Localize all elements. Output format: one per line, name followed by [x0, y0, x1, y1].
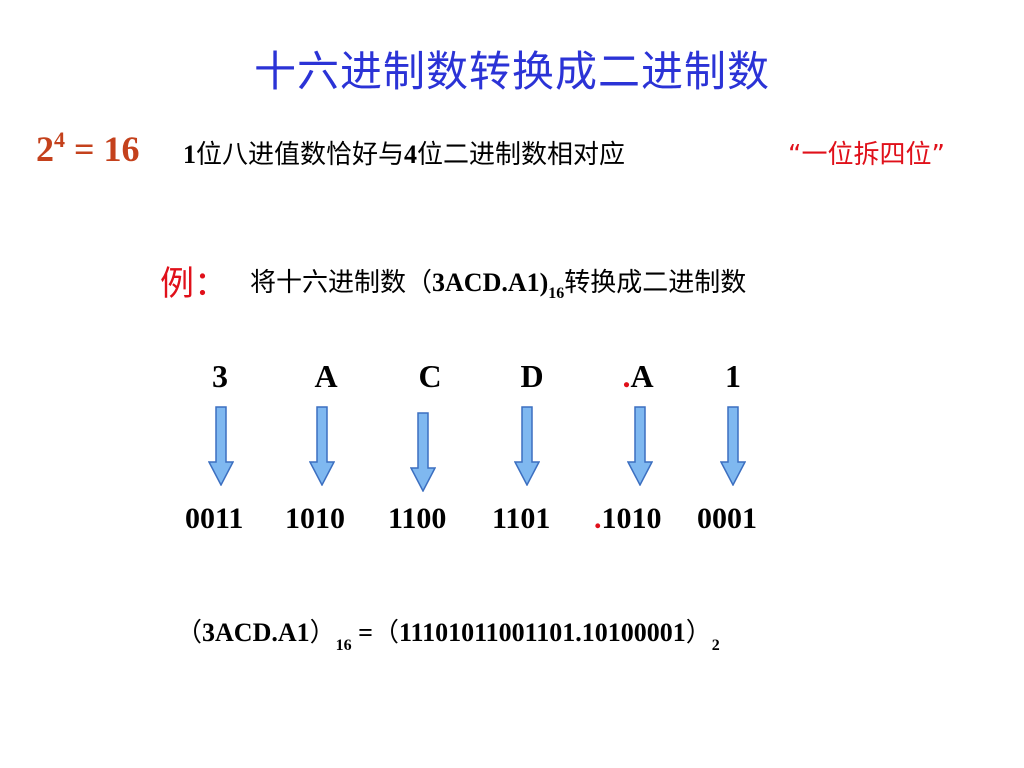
result-paren: ） [309, 618, 336, 648]
binary-group-value: 1010 [601, 502, 662, 535]
result-equals: = [351, 618, 373, 647]
formula-base: 2 [36, 129, 54, 169]
result-paren: （ [176, 618, 203, 648]
power-formula: 24 = 16 [36, 128, 140, 170]
result-hex-base: 16 [335, 637, 352, 654]
down-arrow-icon [720, 406, 746, 486]
binary-group: 1100 [388, 502, 447, 535]
hex-digit-value: 3 [212, 358, 228, 394]
hex-digit-value: C [418, 358, 442, 394]
binary-group: 1101 [492, 502, 551, 535]
binary-group: 0011 [185, 502, 244, 535]
formula-rest: = 16 [65, 129, 140, 169]
result-paren: ） [685, 618, 712, 648]
slogan: “一位拆四位” [788, 140, 945, 170]
result-binary-base: 2 [711, 637, 720, 654]
down-arrow-icon [514, 406, 540, 486]
example-suffix: 转换成二进制数 [564, 268, 747, 298]
result-hex: 3ACD.A1 [202, 618, 310, 647]
example-base: 16 [548, 285, 565, 302]
hex-digit-value: 1 [725, 358, 741, 394]
rule-text-1: 位八进值数恰好与 [196, 140, 405, 170]
binary-group: 1010 [285, 502, 345, 535]
down-arrow-icon [309, 406, 335, 486]
down-arrow-icon [208, 406, 234, 486]
rule-digit-1: 1 [183, 140, 196, 169]
example-number: 3ACD.A1) [432, 268, 549, 297]
hex-digit: C [400, 358, 460, 395]
hex-digit-value: A [630, 358, 654, 394]
binary-group: 0001 [697, 502, 757, 535]
hex-digit: 1 [703, 358, 763, 395]
hex-digit: .A [608, 358, 668, 395]
result-paren: （ [372, 618, 399, 648]
down-arrow-icon [410, 412, 436, 492]
rule-text: 1位八进值数恰好与4位二进制数相对应 [183, 134, 625, 171]
rule-text-2: 位二进制数相对应 [417, 140, 626, 170]
hex-point: . [622, 358, 631, 394]
hex-digit-value: A [314, 358, 338, 394]
hex-digit: A [296, 358, 356, 395]
slide-title: 十六进制数转换成二进制数 [253, 47, 770, 96]
hex-digit-value: D [520, 358, 544, 394]
example-label: 例： [160, 264, 228, 304]
hex-digit: 3 [190, 358, 250, 395]
formula-exponent: 4 [54, 127, 65, 152]
example-prefix: 将十六进制数（ [250, 268, 433, 298]
result-binary: 11101011001101.10100001 [398, 618, 686, 647]
down-arrow-icon [627, 406, 653, 486]
rule-digit-4: 4 [404, 140, 418, 169]
result-equation: （3ACD.A1）16 =（11101011001101.10100001）2 [176, 612, 720, 654]
binary-group: .1010 [594, 502, 662, 536]
hex-digit: D [502, 358, 562, 395]
example-text: 将十六进制数（3ACD.A1)16转换成二进制数 [250, 262, 747, 302]
binary-point: . [594, 502, 602, 535]
